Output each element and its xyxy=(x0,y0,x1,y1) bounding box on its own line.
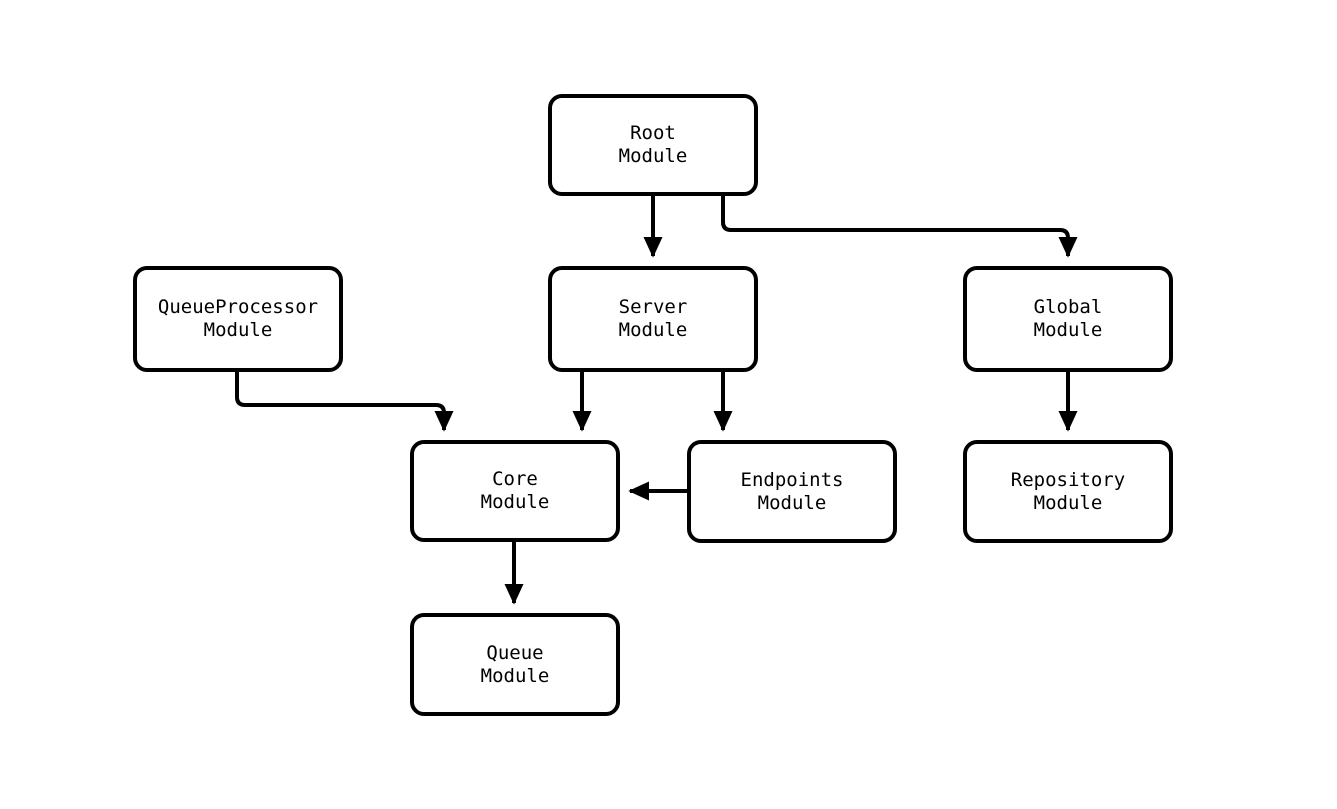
node-root-module-label-line2: Module xyxy=(618,145,688,167)
node-core-module[interactable]: Core Module xyxy=(410,440,620,542)
node-server-module[interactable]: Server Module xyxy=(548,266,758,372)
node-repository-module-label-line2: Module xyxy=(1033,491,1103,514)
node-root-module[interactable]: Root Module xyxy=(548,94,758,196)
edge-queueprocessor-to-core xyxy=(235,372,454,432)
node-queue-module[interactable]: Queue Module xyxy=(410,613,620,716)
node-endpoints-module-label-line2: Module xyxy=(757,491,827,514)
node-global-module-label-line2: Module xyxy=(1033,319,1103,341)
node-global-module-label-line1: Global xyxy=(1033,296,1103,318)
node-global-module[interactable]: Global Module xyxy=(963,266,1173,372)
node-queueprocessor-module-label-line2: Module xyxy=(203,319,273,341)
node-queue-module-label-line2: Module xyxy=(480,664,550,687)
node-server-module-label-line2: Module xyxy=(618,319,688,341)
edge-root-to-global xyxy=(721,196,1078,258)
node-endpoints-module-label-line1: Endpoints xyxy=(740,468,844,491)
node-endpoints-module[interactable]: Endpoints Module xyxy=(687,440,897,543)
node-queue-module-label-line1: Queue xyxy=(486,641,544,664)
node-server-module-label-line1: Server xyxy=(618,296,688,318)
node-core-module-label-line2: Module xyxy=(480,491,550,513)
node-repository-module-label-line1: Repository xyxy=(1010,468,1126,491)
node-queueprocessor-module[interactable]: QueueProcessor Module xyxy=(133,266,343,372)
node-repository-module[interactable]: Repository Module xyxy=(963,440,1173,543)
node-queueprocessor-module-label-line1: QueueProcessor xyxy=(157,296,319,318)
node-core-module-label-line1: Core xyxy=(492,468,538,490)
node-root-module-label-line1: Root xyxy=(630,122,676,144)
